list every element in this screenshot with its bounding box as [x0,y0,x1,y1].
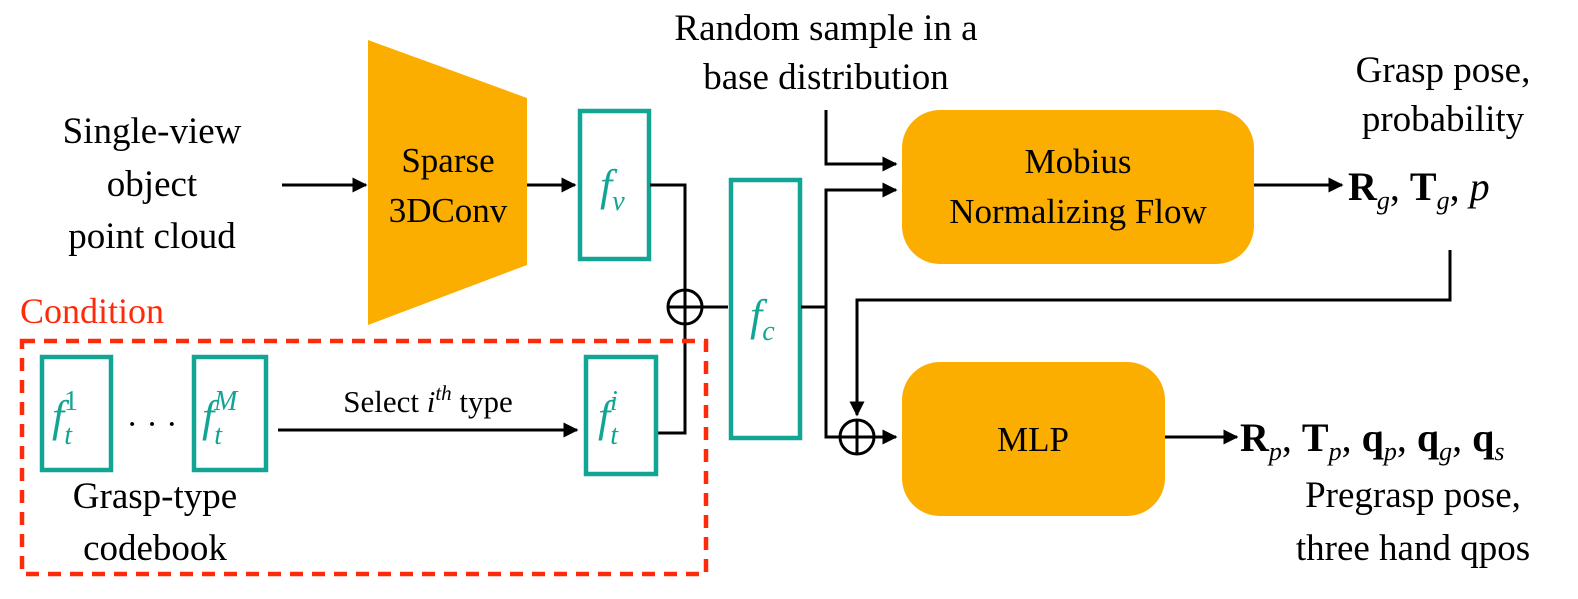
ft1-label: ft1 [52,386,78,451]
concat-operator-icon [666,288,704,326]
arrow-fc-to-flow [801,182,898,309]
grasp-output-symbols: Rg, Tg, p [1348,164,1490,215]
wire-fc-to-mlp-concat [824,307,839,439]
input-point-cloud-label: Single-view object point cloud [63,111,242,257]
select-type-label: Select ith type [343,381,513,419]
wire-fv-to-concat [650,183,687,290]
svg-text:Random sample in a: Random sample in a [674,8,977,49]
fti-label: fti [598,386,619,451]
svg-text:Grasp-type: Grasp-type [73,476,237,517]
svg-text:Pregrasp pose,: Pregrasp pose, [1305,475,1521,516]
sparse-3dconv-block [368,40,527,325]
svg-text:Grasp pose,: Grasp pose, [1356,50,1531,91]
arrow-grasp-feedback-to-mlp [849,250,1452,417]
svg-text:base distribution: base distribution [703,57,949,98]
fv-label: fv [600,161,625,217]
svg-text:object: object [107,164,198,205]
svg-text:codebook: codebook [83,528,227,569]
fc-feature-box [728,177,803,441]
fv-feature-box [577,108,652,262]
flow-label-line1: Mobius [1025,142,1132,181]
pregrasp-output-caption: Pregrasp pose, three hand qpos [1296,475,1530,569]
svg-text:three hand qpos: three hand qpos [1296,528,1530,569]
encoder-label-line1: Sparse [401,141,494,180]
svg-text:probability: probability [1362,99,1525,140]
flow-label-line2: Normalizing Flow [949,192,1207,231]
wire-fti-to-concat [657,324,687,435]
svg-text:point cloud: point cloud [68,216,236,257]
pregrasp-output-symbols: Rp, Tp, qp, qg, qs [1240,415,1504,466]
mobius-normalizing-flow-block [902,110,1254,264]
svg-text:Single-view: Single-view [63,111,242,152]
fti-feature-box [583,354,659,477]
random-sample-label: Random sample in a base distribution [674,8,977,98]
grasp-output-caption: Grasp pose, probability [1356,50,1531,140]
arrow-random-sample-to-flow [824,110,898,172]
condition-title: Condition [20,291,164,331]
codebook-caption: Grasp-type codebook [73,476,237,569]
mlp-label: MLP [997,420,1069,459]
mlp-concat-operator-icon [838,418,876,456]
codebook-ellipsis: · · · [127,406,178,443]
mlp-block [902,362,1165,516]
ftM-feature-box [191,354,269,473]
condition-frame [19,338,709,577]
ftM-label: ftM [202,386,239,451]
ft1-feature-box [39,354,114,473]
encoder-label-line2: 3DConv [389,191,508,230]
